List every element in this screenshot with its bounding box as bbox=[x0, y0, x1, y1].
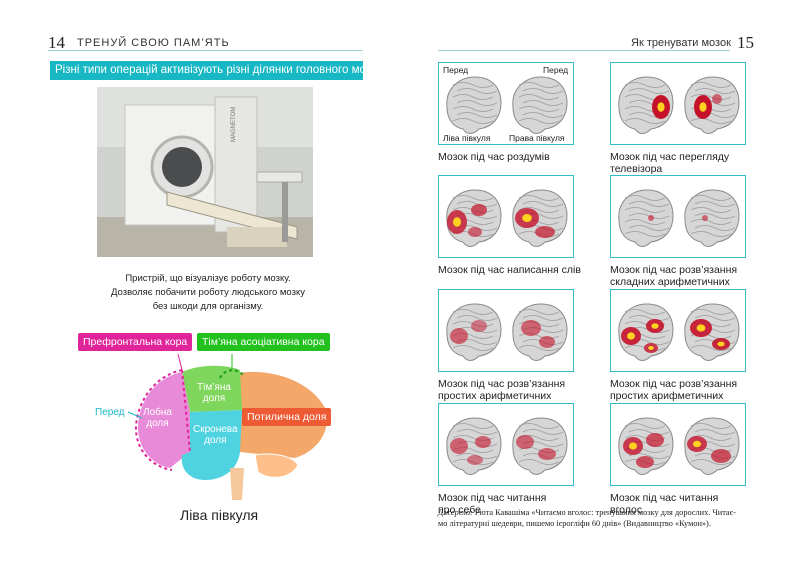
caption-line: без шкоди для організму. bbox=[152, 301, 264, 312]
caption-line: Пристрій, що візуалізує роботу мозку. bbox=[125, 273, 291, 284]
caption-line: Мозок під час написання слів bbox=[438, 264, 581, 276]
brain-scan-svg bbox=[446, 417, 568, 475]
cerebellum-shape bbox=[254, 453, 299, 478]
prefrontal-outline bbox=[134, 369, 183, 471]
section-banner: Різні типи операцій активізують різні ді… bbox=[50, 61, 382, 80]
caption-line: Мозок під час розв’язання bbox=[438, 378, 566, 390]
brain-scan-image bbox=[610, 403, 746, 486]
brain-scan-image bbox=[610, 175, 746, 258]
frontal-lobe-shape bbox=[137, 372, 190, 468]
source-label: Джерело: bbox=[438, 508, 473, 517]
temporal-lobe-label: Скронева доля bbox=[193, 424, 238, 446]
brain-scan-caption: Мозок під час написання слів bbox=[438, 264, 581, 276]
header-rule-left bbox=[48, 50, 363, 51]
brain-scan-image bbox=[438, 403, 574, 486]
front-label-right: Перед bbox=[543, 65, 569, 75]
caption-line: простих арифметичних bbox=[610, 390, 724, 402]
right-hemisphere-label: Права півкуля bbox=[509, 133, 565, 143]
header-rule-right bbox=[438, 50, 730, 51]
brain-scan-svg bbox=[618, 303, 740, 361]
caption-line: складних арифметичних bbox=[610, 276, 730, 288]
caption-line: Мозок під час читання bbox=[438, 492, 547, 504]
parietal-lobe-shape bbox=[182, 365, 242, 412]
caption-line: Мозок під час розв’язання bbox=[610, 264, 738, 276]
parietal-association-tag: Тім’яна асоціативна кора bbox=[197, 333, 330, 351]
front-direction-label: Перед bbox=[95, 407, 125, 418]
running-head-left: ТРЕНУЙ СВОЮ ПАМ’ЯТЬ bbox=[77, 37, 230, 49]
photo-caption: Пристрій, що візуалізує роботу мозку. До… bbox=[100, 272, 316, 314]
caption-line: Дозволяє побачити роботу людського мозку bbox=[111, 287, 305, 298]
brain-scan-svg bbox=[446, 189, 568, 247]
brain-scan-svg bbox=[618, 417, 740, 475]
front-label-left: Перед bbox=[443, 65, 469, 75]
caption-line: Мозок під час читання bbox=[610, 492, 719, 504]
brain-scan-svg bbox=[446, 303, 568, 361]
caption-line: Мозок під час роздумів bbox=[438, 151, 550, 163]
left-hemisphere-label: Ліва півкуля bbox=[443, 133, 491, 143]
brain-scan-image bbox=[438, 175, 574, 258]
brain-scan-image bbox=[610, 289, 746, 372]
prefrontal-cortex-tag: Префронтальна кора bbox=[78, 333, 193, 351]
brain-scan-caption: Мозок під час роздумів bbox=[438, 151, 550, 163]
frontal-lobe-label: Лобна доля bbox=[143, 407, 172, 429]
parietal-assoc-outline bbox=[219, 369, 245, 379]
brain-scan-svg bbox=[446, 76, 568, 134]
occipital-lobe-tag: Потилична доля bbox=[242, 408, 332, 426]
mri-scanner-photo: MAGNETOM bbox=[97, 87, 313, 257]
photo-sign: MAGNETOM bbox=[231, 107, 237, 142]
page-number-right: 15 bbox=[737, 33, 754, 52]
source-line-2: мо літературні шедеври, пишемо ієрогліфи… bbox=[438, 519, 711, 528]
brain-scan-image bbox=[610, 62, 746, 145]
parietal-lobe-label: Тім’яна доля bbox=[197, 382, 231, 404]
caption-line: Мозок під час розв’язання bbox=[610, 378, 738, 390]
left-hemisphere-caption: Ліва півкуля bbox=[180, 507, 259, 523]
caption-line: про себе bbox=[438, 504, 481, 516]
running-head-right: Як тренувати мозок bbox=[631, 37, 731, 49]
brain-scan-svg bbox=[618, 76, 740, 134]
temporal-lobe-shape bbox=[181, 410, 242, 480]
brain-scan-svg bbox=[618, 189, 740, 247]
source-note: Джерело: Рюта Кавашіма «Читаємо вголос: … bbox=[438, 507, 758, 529]
page-number-left: 14 bbox=[48, 33, 65, 52]
caption-line: вголос bbox=[610, 504, 643, 516]
source-line-1: Рюта Кавашіма «Читаємо вголос: тренуванн… bbox=[474, 508, 736, 517]
brainstem-shape bbox=[230, 468, 244, 500]
caption-line: Мозок під час перегляду bbox=[610, 151, 730, 163]
caption-line: телевізора bbox=[610, 163, 663, 175]
caption-line: простих арифметичних bbox=[438, 390, 552, 402]
brain-scan-image bbox=[438, 289, 574, 372]
